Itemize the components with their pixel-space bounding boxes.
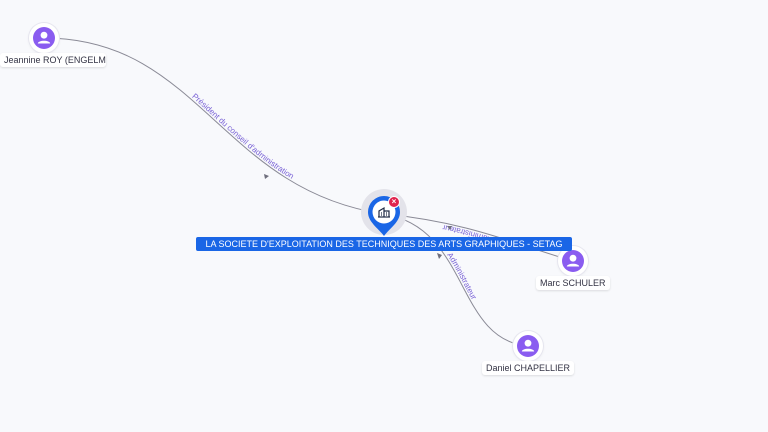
person-node-daniel[interactable] — [513, 331, 543, 361]
person-icon — [37, 31, 51, 44]
edge-label-president: Président du conseil d'administration — [190, 92, 295, 181]
arrow-head-daniel — [437, 253, 442, 259]
close-icon[interactable]: × — [389, 197, 399, 207]
building-icon — [378, 206, 390, 218]
company-label[interactable]: LA SOCIETE D'EXPLOITATION DES TECHNIQUES… — [196, 237, 572, 251]
person-label-daniel[interactable]: Daniel CHAPELLIER — [482, 361, 575, 375]
person-node-marc[interactable] — [558, 246, 588, 276]
person-label-jeannine[interactable]: Jeannine ROY (ENGELM... — [0, 53, 106, 67]
person-icon — [521, 339, 535, 352]
arrow-head-president — [264, 174, 269, 179]
person-icon — [566, 254, 580, 267]
person-label-marc[interactable]: Marc SCHULER — [536, 276, 610, 290]
edge-label-administrateur-daniel: Administrateur — [445, 251, 478, 301]
arrow-head-marc — [447, 226, 452, 230]
person-node-jeannine[interactable] — [29, 23, 59, 53]
